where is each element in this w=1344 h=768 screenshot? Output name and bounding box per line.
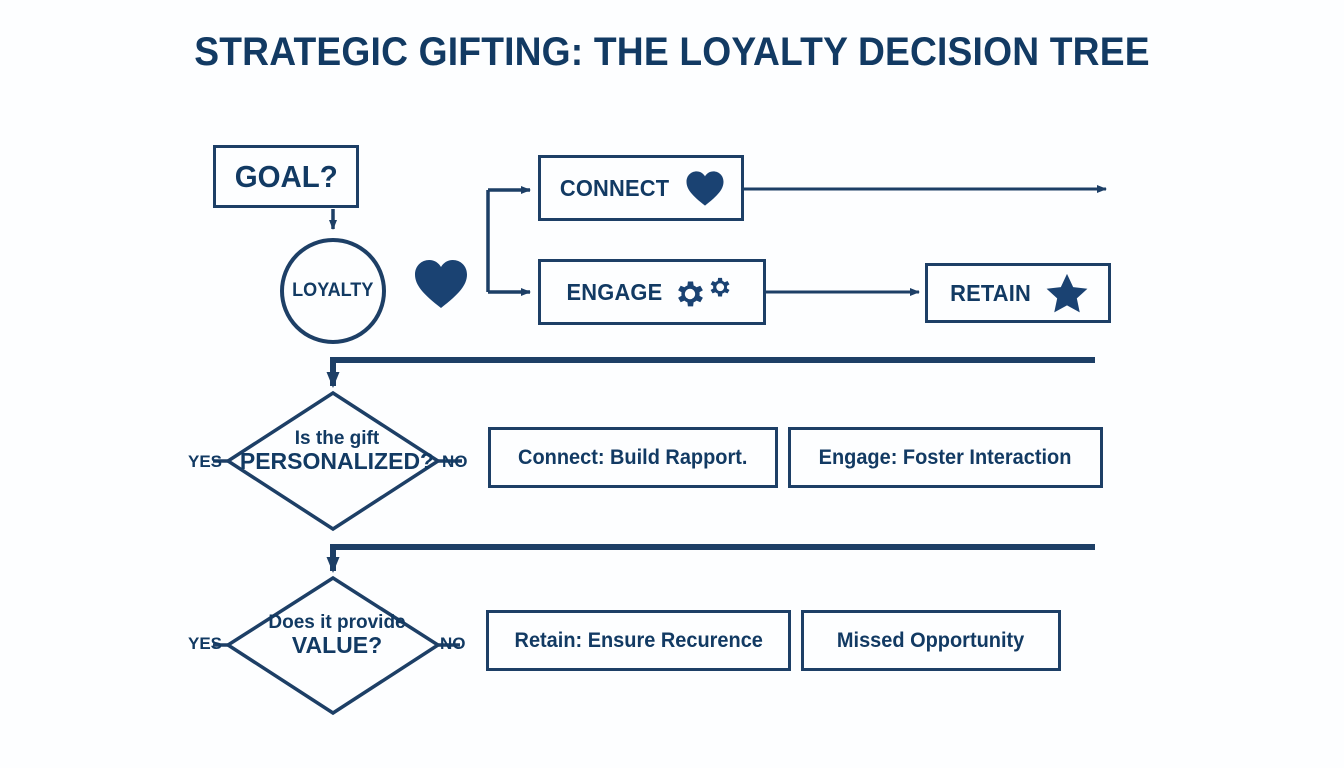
node-connect[interactable]: CONNECT <box>538 155 744 221</box>
node-loyalty[interactable]: LOYALTY <box>280 238 386 344</box>
heart-icon <box>685 170 725 207</box>
decision-2-shape <box>213 575 460 716</box>
decision-2-line2: VALUE? <box>291 632 383 659</box>
gears-icon <box>676 271 740 313</box>
decision-1-no-label: NO <box>442 452 468 471</box>
node-retain-label: RETAIN <box>950 279 1032 306</box>
decision-1-line2: PERSONALIZED? <box>239 448 435 475</box>
decision-1-text: Is the gift PERSONALIZED? <box>232 428 442 475</box>
node-loyalty-label: LOYALTY <box>292 280 374 301</box>
page-title: STRATEGIC GIFTING: THE LOYALTY DECISION … <box>194 30 1150 74</box>
node-engage-label: ENGAGE <box>566 278 662 305</box>
node-goal-label: GOAL? <box>234 158 338 194</box>
outcome-label: Connect: Build Rapport. <box>518 445 748 469</box>
connector-bus-to-decision-2 <box>326 544 1095 573</box>
decision-2-yes-label: YES <box>188 634 223 653</box>
outcome-retain-ensure-recurrence[interactable]: Retain: Ensure Recurence <box>486 610 791 671</box>
outcome-label: Retain: Ensure Recurence <box>514 628 763 652</box>
decision-1-line1: Is the gift <box>294 428 380 449</box>
node-engage[interactable]: ENGAGE <box>538 259 766 325</box>
connector-bus-to-decision-1 <box>326 357 1095 388</box>
heart-icon <box>413 258 469 310</box>
outcome-connect-build-rapport[interactable]: Connect: Build Rapport. <box>488 427 778 488</box>
node-retain[interactable]: RETAIN <box>925 263 1111 323</box>
star-icon <box>1046 273 1088 313</box>
outcome-engage-foster-interaction[interactable]: Engage: Foster Interaction <box>788 427 1103 488</box>
node-connect-label: CONNECT <box>560 174 670 201</box>
node-goal[interactable]: GOAL? <box>213 145 359 208</box>
decision-2-text: Does it provide VALUE? <box>232 612 442 659</box>
decision-2-no-label: NO <box>440 634 466 653</box>
outcome-label: Missed Opportunity <box>837 628 1025 652</box>
decision-1-shape <box>213 390 462 532</box>
connector-branch-split <box>486 186 531 296</box>
decision-2-line1: Does it provide <box>268 612 406 633</box>
decision-1-yes-label: YES <box>188 452 223 471</box>
outcome-label: Engage: Foster Interaction <box>819 445 1072 469</box>
outcome-missed-opportunity[interactable]: Missed Opportunity <box>801 610 1061 671</box>
